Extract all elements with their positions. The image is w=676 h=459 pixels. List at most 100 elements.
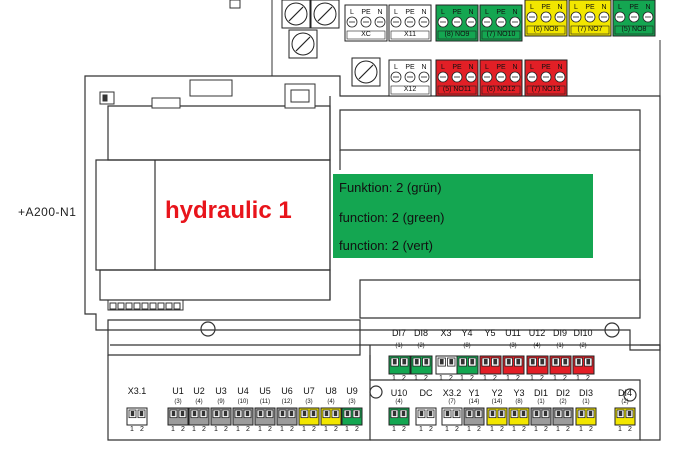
pin-label: 1 (490, 426, 494, 433)
pin-label: 1 (534, 426, 538, 433)
relay-pin-label: PE (585, 4, 595, 11)
pin-header (151, 97, 181, 109)
relay-pin-label: PE (452, 9, 462, 16)
pin-label: 2 (516, 375, 520, 382)
relay-label-x12: X12 (403, 86, 417, 93)
relay-terminal-no12 (479, 59, 523, 97)
pin-label: 2 (500, 426, 504, 433)
pin-label: 2 (449, 375, 453, 382)
potentiometer (310, 0, 340, 29)
terminal-y3 (508, 407, 530, 426)
terminal-sub-di4: (2) (621, 399, 629, 405)
relay-label-no7: (7) NO7 (577, 26, 603, 33)
relay-terminal-x11 (388, 4, 432, 42)
terminal-u7 (298, 407, 320, 426)
terminal-label-u3: U3 (215, 386, 227, 396)
pin-label: 2 (224, 426, 228, 433)
terminal-di1 (530, 407, 552, 426)
relay-label-no6: (6) NO6 (533, 26, 559, 33)
relay-pin-label: L (394, 9, 398, 16)
terminal-label-y3: Y3 (513, 388, 525, 398)
relay-label-no12: (6) NO12 (486, 86, 516, 93)
terminal-label-di10: DI10 (573, 328, 593, 338)
pin-label: 1 (439, 375, 443, 382)
terminal-sub-u11: (3) (509, 343, 517, 349)
terminal-sub-u2: (4) (195, 399, 203, 405)
pin-label: 2 (290, 426, 294, 433)
relay-terminal-no9 (435, 4, 479, 42)
terminal-label-u1: U1 (172, 386, 184, 396)
terminal-u11 (502, 355, 525, 375)
relay-pin-label: N (645, 4, 651, 11)
relay-pin-label: N (601, 4, 607, 11)
terminal-label-u12: U12 (528, 328, 546, 338)
terminal-sub-y1: (14) (468, 399, 480, 405)
relay-pin-label: PE (629, 4, 639, 11)
relay-pin-label: PE (405, 9, 415, 16)
relay-terminal-no11 (435, 59, 479, 97)
pin-label: 1 (618, 426, 622, 433)
terminal-label-y2: Y2 (491, 388, 503, 398)
terminal-u1 (167, 407, 189, 426)
terminal-label-x3-2: X3.2 (442, 388, 462, 398)
relay-label-no13: (7) NO13 (531, 86, 561, 93)
device-label: +A200-N1 (18, 205, 77, 219)
terminal-sub-u3: (9) (217, 399, 225, 405)
relay-pin-label: PE (405, 64, 415, 71)
pin-label: 1 (130, 426, 134, 433)
board-title: hydraulic 1 (165, 197, 292, 224)
terminal-sub-di7: (1) (395, 343, 403, 349)
terminal-label-di2: DI2 (555, 388, 571, 398)
terminal-sub-x3-2: (7) (448, 399, 456, 405)
terminal-sub-u1: (3) (174, 399, 182, 405)
relay-pin-label: L (485, 9, 489, 16)
pin-label: 2 (589, 426, 593, 433)
relay-pin-label: PE (541, 4, 551, 11)
pin-label: 1 (392, 426, 396, 433)
relay-label-no9: (8) NO9 (444, 31, 470, 38)
service-connector (189, 79, 233, 97)
relay-terminal-xc (344, 4, 388, 42)
terminal-y5 (479, 355, 502, 375)
relay-pin-label: N (421, 64, 427, 71)
pin-label: 2 (334, 426, 338, 433)
terminal-label-y5: Y5 (484, 328, 496, 338)
terminal-di8 (410, 355, 433, 375)
function-info-box: Funktion: 2 (grün) function: 2 (green) f… (333, 174, 593, 258)
terminal-label-dc: DC (419, 388, 433, 398)
relay-pin-label: N (512, 64, 518, 71)
terminal-x3-2 (441, 407, 463, 426)
relay-pin-label: PE (496, 64, 506, 71)
pin-label: 2 (544, 426, 548, 433)
pin-label: 1 (579, 426, 583, 433)
pin-label: 1 (280, 426, 284, 433)
relay-pin-label: N (468, 64, 474, 71)
pin-label: 1 (192, 426, 196, 433)
terminal-sub-u5: (11) (259, 399, 271, 405)
terminal-label-u4: U4 (237, 386, 249, 396)
relay-pin-label: L (618, 4, 622, 11)
terminal-sub-di9: (1) (556, 343, 564, 349)
terminal-label-y1: Y1 (468, 388, 480, 398)
pin-label: 2 (563, 375, 567, 382)
relay-pin-label: N (557, 4, 563, 11)
pin-label: 2 (429, 426, 433, 433)
relay-pin-label: N (557, 64, 563, 71)
terminal-sub-di1: (1) (537, 399, 545, 405)
pin-label: 2 (540, 375, 544, 382)
pin-label: 2 (493, 375, 497, 382)
relay-pin-label: PE (361, 9, 371, 16)
pin-label: 1 (506, 375, 510, 382)
relay-terminal-x12 (388, 59, 432, 97)
relay-pin-label: L (530, 4, 534, 11)
function-line-en: function: 2 (green) (339, 210, 445, 225)
terminal-sub-y3: (8) (515, 399, 523, 405)
pin-label: 1 (556, 426, 560, 433)
terminal-label-y4: Y4 (461, 328, 473, 338)
pin-label: 1 (345, 426, 349, 433)
pin-label: 2 (470, 375, 474, 382)
terminal-y2 (486, 407, 508, 426)
pin-label: 1 (171, 426, 175, 433)
relay-terminal-no8 (612, 0, 656, 37)
